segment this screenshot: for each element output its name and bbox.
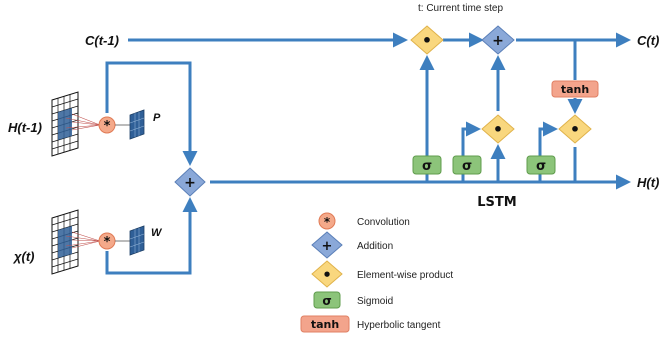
x-kernel-lines bbox=[65, 231, 101, 249]
x-input: χ(t) * bbox=[12, 209, 163, 275]
x-to-sum-line bbox=[105, 197, 198, 275]
sum-node: + bbox=[174, 167, 206, 197]
svg-text:+: + bbox=[184, 175, 196, 191]
svg-text:*: * bbox=[104, 235, 111, 250]
input-mul-node: • bbox=[481, 114, 515, 144]
svg-text:•: • bbox=[322, 266, 332, 284]
svg-text:Sigmoid: Sigmoid bbox=[357, 296, 393, 307]
tanh-node: tanh bbox=[551, 80, 599, 98]
svg-text:*: * bbox=[324, 215, 331, 229]
c-next-label: C(t) bbox=[637, 33, 659, 48]
input-sigmoid-node: σ bbox=[452, 155, 482, 175]
legend-item-sigmoid: σ Sigmoid bbox=[313, 291, 393, 309]
svg-text:Hyperbolic tangent: Hyperbolic tangent bbox=[357, 320, 441, 331]
svg-text:tanh: tanh bbox=[311, 318, 339, 331]
c-prev-label: C(t-1) bbox=[85, 33, 119, 48]
output-mul-node: • bbox=[558, 114, 592, 144]
lstm-label: LSTM bbox=[477, 195, 516, 210]
legend-item-addition: + Addition bbox=[311, 231, 393, 259]
svg-text:tanh: tanh bbox=[561, 83, 589, 96]
h-prev-label: H(t-1) bbox=[8, 120, 42, 135]
svg-text:σ: σ bbox=[322, 294, 331, 308]
h-prev-to-sum-line bbox=[105, 61, 198, 166]
output-sigmoid-node: σ bbox=[526, 155, 556, 175]
legend-item-tanh: tanh Hyperbolic tangent bbox=[300, 315, 441, 333]
svg-text:Element-wise product: Element-wise product bbox=[357, 270, 453, 281]
h-prev-conv-node: * bbox=[98, 116, 116, 134]
w-kernel-icon bbox=[129, 225, 145, 256]
x-input-label: χ(t) bbox=[12, 249, 35, 264]
p-kernel-label: P bbox=[153, 112, 161, 124]
legend-item-convolution: * Convolution bbox=[318, 212, 410, 230]
svg-text:+: + bbox=[322, 239, 333, 254]
svg-text:Convolution: Convolution bbox=[357, 217, 410, 228]
legend: * Convolution + Addition • Element-wise … bbox=[300, 212, 453, 333]
w-kernel-label: W bbox=[151, 227, 163, 239]
p-kernel-icon bbox=[129, 109, 145, 140]
x-conv-node: * bbox=[98, 232, 116, 250]
h-next-label: H(t) bbox=[637, 175, 659, 190]
svg-text:σ: σ bbox=[422, 159, 432, 174]
cell-add-node: + bbox=[481, 25, 515, 55]
h-prev-kernel-lines bbox=[65, 113, 101, 131]
time-step-note: t: Current time step bbox=[418, 3, 503, 14]
svg-text:•: • bbox=[493, 120, 503, 139]
forget-sigmoid-node: σ bbox=[412, 155, 442, 175]
svg-text:Addition: Addition bbox=[357, 241, 393, 252]
h-prev-grid-icon bbox=[51, 91, 79, 157]
svg-text:+: + bbox=[492, 33, 504, 49]
h-prev-input: H(t-1) * bbox=[8, 91, 161, 157]
svg-text:•: • bbox=[422, 31, 432, 50]
svg-text:*: * bbox=[104, 119, 111, 134]
svg-text:σ: σ bbox=[462, 159, 472, 174]
x-grid-icon bbox=[51, 209, 79, 275]
legend-item-product: • Element-wise product bbox=[311, 260, 453, 288]
svg-text:σ: σ bbox=[536, 159, 546, 174]
svg-text:•: • bbox=[570, 120, 580, 139]
forget-mul-node: • bbox=[410, 25, 444, 55]
